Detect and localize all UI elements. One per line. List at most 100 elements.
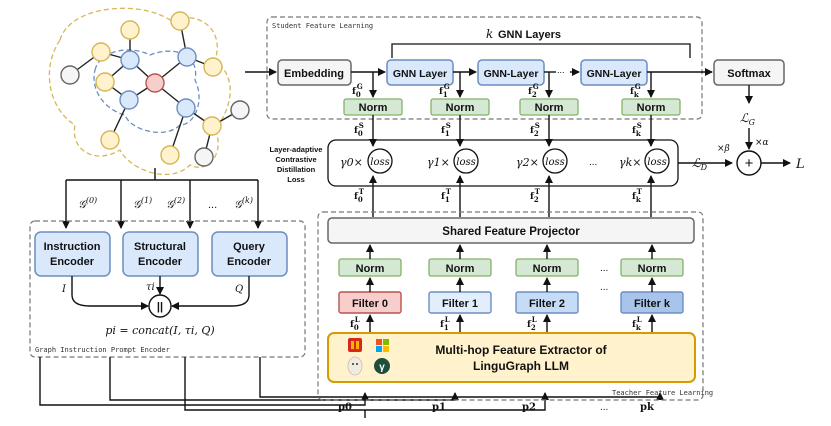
svg-text:Norm: Norm: [535, 102, 564, 114]
loss-0-text: loss: [370, 157, 389, 168]
svg-text:Norm: Norm: [533, 263, 562, 275]
hop1-node: [177, 47, 197, 67]
loss-k-text: loss: [647, 157, 666, 168]
extractor-line-1: Multi-hop Feature Extractor of: [435, 343, 607, 357]
query-encoder: Query Encoder: [211, 231, 288, 277]
outer-node: [194, 147, 214, 167]
gemma-icon: γ: [374, 358, 390, 374]
teacher-norm-0: Norm: [338, 258, 402, 277]
filter-0: Filter 0: [338, 291, 402, 314]
loss-k: [644, 148, 670, 174]
outer-node: [230, 100, 250, 120]
gamma-0: γ0×: [340, 156, 363, 169]
svg-text:γ: γ: [379, 362, 385, 373]
svg-text:Embedding: Embedding: [284, 68, 344, 80]
hop1-node: [119, 90, 139, 110]
alpaca-icon: [347, 356, 363, 376]
prompt-2: p2: [522, 402, 536, 413]
svg-text:Norm: Norm: [638, 263, 667, 275]
f0L-label: f0L: [350, 315, 360, 332]
student-norm-1: Norm: [430, 98, 490, 116]
llama-icon: [348, 338, 362, 352]
svg-text:GNN Layer: GNN Layer: [393, 68, 447, 80]
svg-text:Norm: Norm: [446, 263, 475, 275]
fkS-label: fkS: [632, 121, 642, 138]
svg-text:Norm: Norm: [637, 102, 666, 114]
f1L-label: f1L: [440, 315, 450, 332]
instruction-output-label: I: [61, 284, 67, 295]
extractor-line-2: LinguGraph LLM: [473, 359, 569, 373]
loss-ellipsis: ...: [589, 157, 597, 168]
f2L-label: f2L: [527, 315, 537, 332]
f0T-label: f0T: [354, 187, 365, 204]
concat-symbol: ||: [157, 301, 163, 313]
svg-text:Filter 2: Filter 2: [529, 298, 565, 310]
plus-sign: +: [745, 155, 754, 172]
svg-text:Query: Query: [233, 241, 266, 253]
windows-logo-icon: [376, 339, 389, 352]
gnn-k: k: [486, 27, 493, 41]
hop1-node: [176, 98, 196, 118]
f0G-label: f0G: [352, 82, 363, 99]
multi-hop-feature-extractor: [327, 332, 696, 383]
beta-weight: ×β: [717, 144, 730, 154]
loss-1: [453, 148, 479, 174]
svg-text:Contrastive: Contrastive: [275, 155, 316, 164]
subgraph-0-label: 𝒢(0): [78, 196, 97, 211]
svg-text:GNN-Layer: GNN-Layer: [484, 68, 539, 80]
gnn-layers-label: GNN Layers: [498, 29, 561, 41]
loss-1-text: loss: [456, 157, 475, 168]
prompt-1: p1: [432, 402, 446, 413]
filter-2: Filter 2: [515, 291, 579, 314]
distill-label: Layer-adaptive Contrastive Distillation …: [270, 145, 323, 184]
alpha-weight: ×α: [755, 138, 769, 148]
hop2-node: [202, 116, 222, 136]
query-output-label: Q: [235, 284, 243, 295]
gamma-2: γ2×: [516, 156, 539, 169]
student-norm-0: Norm: [343, 98, 403, 116]
svg-text:Instruction: Instruction: [44, 241, 101, 253]
svg-text:Norm: Norm: [359, 102, 388, 114]
student-norm-2: Norm: [519, 98, 579, 116]
f1G-label: f1G: [439, 82, 450, 99]
subgraph-ellipsis: ...: [208, 199, 217, 211]
f2S-label: f2S: [530, 121, 540, 138]
instruction-encoder: Instruction Encoder: [34, 231, 111, 277]
prompt-k: pk: [640, 402, 655, 413]
fkL-label: fkL: [632, 315, 642, 332]
prompt-0: p0: [338, 402, 352, 413]
svg-text:GNN-Layer: GNN-Layer: [587, 68, 642, 80]
hop2-node: [170, 11, 190, 31]
total-loss: L: [795, 157, 805, 172]
svg-text:Layer-adaptive: Layer-adaptive: [270, 145, 323, 154]
hop2-node: [91, 42, 111, 62]
svg-text:Softmax: Softmax: [727, 68, 771, 80]
outer-node: [60, 65, 80, 85]
llm-logos: γ: [347, 338, 390, 376]
f1S-label: f1S: [441, 121, 451, 138]
svg-text:Encoder: Encoder: [138, 256, 183, 268]
student-norm-k: Norm: [621, 98, 681, 116]
f2G-label: f2G: [528, 82, 539, 99]
gnn-ellipsis: ...: [557, 65, 565, 75]
hop-2-boundary: [48, 7, 231, 176]
teacher-norm-1: Norm: [428, 258, 492, 277]
filter-1: Filter 1: [428, 291, 492, 314]
concat-operator: [148, 294, 172, 318]
structural-output-label: τi: [146, 282, 155, 293]
teacher-norm-2: Norm: [515, 258, 579, 277]
teacher-section: [317, 211, 704, 401]
svg-text:Encoder: Encoder: [227, 256, 272, 268]
filter-k: Filter k: [620, 291, 684, 314]
prompt-ellipsis: ...: [600, 402, 608, 413]
student-section: [266, 16, 703, 120]
structural-encoder: Structural Encoder: [122, 231, 199, 277]
prompt-formula: pi = concat(I, τi, Q): [105, 324, 214, 337]
subgraph-2-label: 𝒢(2): [166, 196, 185, 211]
subgraph-1-label: 𝒢(1): [133, 196, 152, 211]
teacher-section-title: Teacher Feature Learning: [612, 389, 713, 397]
gnn-layers-brace: [391, 43, 691, 58]
f2T-label: f2T: [530, 187, 541, 204]
loss-0: [367, 148, 393, 174]
